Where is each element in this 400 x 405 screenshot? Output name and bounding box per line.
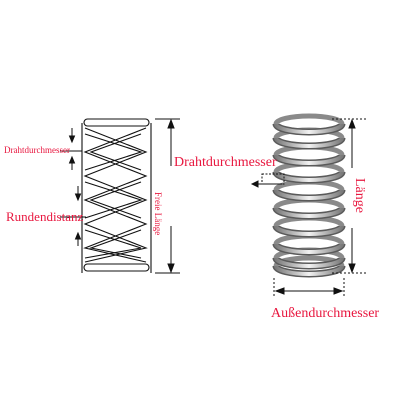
- spring-coil-back: [273, 113, 345, 125]
- spring-coil-front: [274, 207, 344, 218]
- back-coil-line-inner: [89, 133, 142, 171]
- spring-coil-front: [274, 265, 344, 276]
- wire-diameter-arrows: [60, 128, 82, 170]
- back-coil-line: [83, 127, 148, 263]
- top-end-coil: [83, 118, 150, 127]
- spring-coil-front: [274, 171, 344, 182]
- length-label: Länge: [352, 178, 367, 213]
- spring-coil-front: [274, 189, 344, 200]
- right-wire-diameter-label: Drahtdurchmesser: [174, 155, 277, 170]
- bottom-end-coil: [83, 263, 150, 272]
- front-coil-line-inner: [84, 229, 142, 259]
- free-length-dimension: [155, 118, 180, 274]
- front-coil-line-inner: [84, 181, 143, 219]
- free-length-label: Freie Länge: [153, 192, 163, 236]
- coil-spacing-arrows: [60, 186, 86, 246]
- coil-spacing-label: Rundendistanz: [6, 209, 84, 224]
- spring-coil-front: [274, 137, 344, 148]
- back-coil-line-inner: [89, 181, 142, 219]
- left-spring-drawing: [81, 118, 152, 273]
- right-spring-image: [272, 113, 346, 278]
- length-dimension: [332, 118, 368, 274]
- outer-diameter-label: Außendurchmesser: [271, 306, 380, 321]
- outer-diameter-dimension: [273, 278, 345, 298]
- right-wire-diameter-marker: [250, 173, 285, 188]
- front-coil-line-inner: [84, 133, 143, 171]
- back-coil-line-inner: [88, 229, 142, 259]
- spring-coil-front: [274, 154, 344, 165]
- spring-coil-front: [274, 243, 344, 254]
- left-wire-diameter-label: Drahtdurchmesser: [4, 145, 70, 155]
- front-coil-line: [83, 127, 148, 263]
- spring-coil-front: [274, 225, 344, 236]
- spring-coil-front: [274, 257, 344, 268]
- spring-coil-front: [274, 123, 344, 134]
